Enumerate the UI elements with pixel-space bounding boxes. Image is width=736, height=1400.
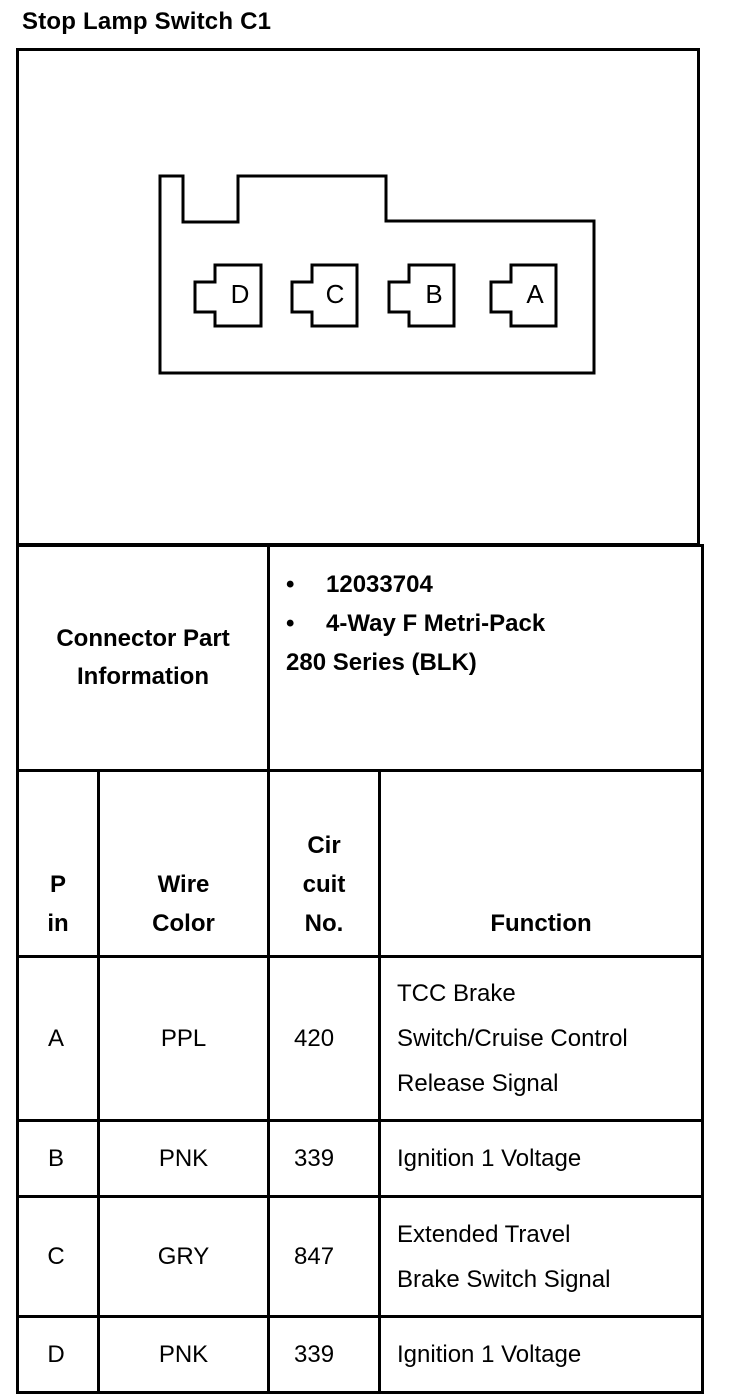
connector-outline [158,174,596,375]
table-row: B PNK 339 Ignition 1 Voltage [16,1119,705,1198]
header-circuit-line3: No. [304,910,344,937]
part-description: 4-Way F Metri-Pack [326,610,546,637]
function-cell: Ignition 1 Voltage [378,1315,705,1394]
header-pin-line2: in [47,910,69,937]
part-number: 12033704 [326,571,433,598]
wire-color-cell: GRY [96,1195,271,1318]
part-info-label-line1: Connector Part [56,625,230,652]
connector-face-drawing: D C B A [158,174,596,375]
cavity-b: B [387,263,456,328]
header-function: Function [378,769,705,958]
part-info-label-line2: Information [77,663,209,690]
header-wire-line2: Color [152,910,215,937]
function-line: Extended Travel [397,1220,571,1248]
function-cell: Extended Travel Brake Switch Signal [378,1195,705,1318]
function-line: Brake Switch Signal [397,1265,611,1293]
page-title: Stop Lamp Switch C1 [22,8,272,35]
header-function-label: Function [490,910,592,937]
pin-cell: B [16,1119,100,1198]
part-number-line: • 12033704 [286,565,701,604]
part-description-line: • 4-Way F Metri-Pack [286,604,701,643]
table-row: D PNK 339 Ignition 1 Voltage [16,1315,705,1394]
part-info-values: • 12033704 • 4-Way F Metri-Pack 280 Series… [267,544,705,772]
header-wire-line1: Wire [157,871,210,898]
header-pin: P in [16,769,100,958]
cavity-c: C [290,263,359,328]
cavity-d: D [193,263,263,328]
circuit-cell: 339 [267,1119,382,1198]
cavity-label-d: D [231,279,250,309]
bullet: • [286,571,295,598]
part-info-label: Connector Part Information [15,544,271,772]
connector-diagram: D C B A [16,48,700,546]
circuit-cell: 847 [267,1195,382,1318]
header-circuit-line1: Cir [307,832,341,859]
pin-cell: A [16,955,100,1122]
function-line: TCC Brake [397,980,516,1007]
function-line: Ignition 1 Voltage [397,1145,582,1172]
pin-cell: C [16,1195,100,1318]
header-circuit-line2: cuit [302,871,346,898]
function-line: Release Signal [397,1070,559,1097]
table-header-row: P in Wire Color Cir cuit No. Function [16,769,705,958]
header-wire-color: Wire Color [96,769,271,958]
function-cell: TCC Brake Switch/Cruise Control Release … [378,955,705,1122]
function-cell: Ignition 1 Voltage [378,1119,705,1198]
pin-cell: D [16,1315,100,1394]
cavity-label-a: A [526,279,544,309]
wire-color-cell: PPL [96,955,271,1122]
part-info-row: Connector Part Information • 12033704 • 4-… [15,544,705,772]
part-series: 280 Series (BLK) [286,649,477,676]
header-pin-line1: P [49,871,66,898]
cavity-label-b: B [425,279,442,309]
wire-color-cell: PNK [96,1315,271,1394]
function-line: Ignition 1 Voltage [397,1341,582,1368]
bullet: • [286,610,295,637]
table-row: A PPL 420 TCC Brake Switch/Cruise Contro… [16,955,705,1122]
circuit-cell: 420 [267,955,382,1122]
circuit-cell: 339 [267,1315,382,1394]
function-line: Switch/Cruise Control [397,1025,628,1052]
cavity-label-c: C [326,279,345,309]
wire-color-cell: PNK [96,1119,271,1198]
connector-pinout-table: Connector Part Information • 12033704 • 4-… [15,544,705,1394]
header-circuit-no: Cir cuit No. [267,769,382,958]
table-row: C GRY 847 Extended Travel Brake Switch S… [16,1195,705,1318]
cavity-a: A [489,263,558,328]
